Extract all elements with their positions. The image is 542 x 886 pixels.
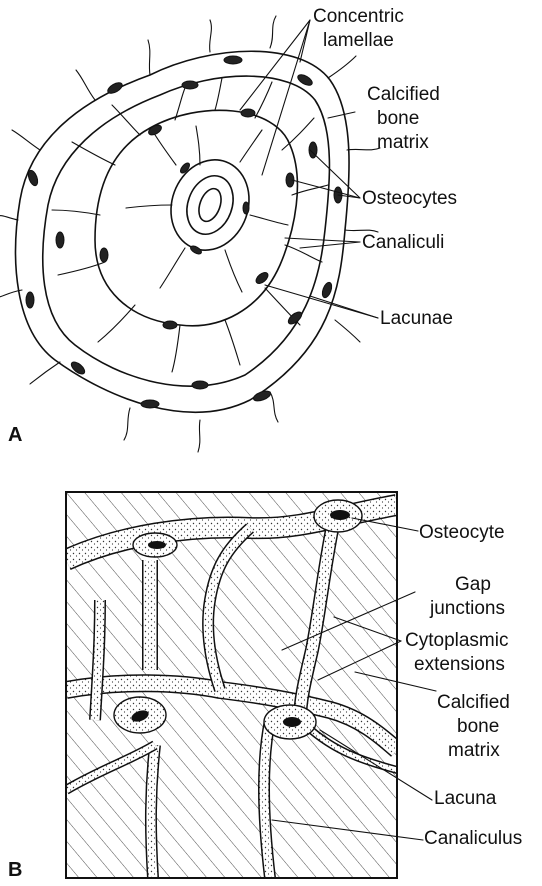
label-concentric-lamellae-line2: lamellae [323,30,394,51]
label-calcified-matrix-line1: Calcified [367,84,440,105]
panel-letter-a: A [8,424,22,446]
osteocyte-network-drawing [66,492,436,878]
osteon-drawing [0,16,380,452]
label-canaliculi: Canaliculi [362,232,444,253]
label-calcified-matrix-b-line1: Calcified [437,692,510,713]
haversian-ring-inner [179,169,241,240]
osteon-outer-boundary [16,51,350,412]
label-canaliculus: Canaliculus [424,828,522,849]
label-calcified-matrix-line2: bone [377,108,419,129]
osteocytes-a [26,56,342,408]
panel-letter-b: B [8,859,22,881]
label-cytoplasmic-extensions-line2: extensions [414,654,505,675]
label-cytoplasmic-extensions-line1: Cytoplasmic [405,630,508,651]
label-calcified-matrix-line3: matrix [377,132,429,153]
label-gap-junctions-line1: Gap [455,574,491,595]
outer-lamella-inner-edge [43,76,330,386]
label-osteocytes: Osteocytes [362,188,457,209]
label-lacunae: Lacunae [380,308,453,329]
label-calcified-matrix-b-line2: bone [457,716,499,737]
leader-lines-a [240,20,378,318]
label-gap-junctions-line2: junctions [429,598,505,619]
label-lacuna: Lacuna [434,788,497,809]
label-osteocyte: Osteocyte [419,522,505,543]
inner-lamella-outer-edge [95,110,297,325]
haversian-canal [195,186,225,225]
label-concentric-lamellae-line1: Concentric [313,6,404,27]
label-calcified-matrix-b-line3: matrix [448,740,500,761]
